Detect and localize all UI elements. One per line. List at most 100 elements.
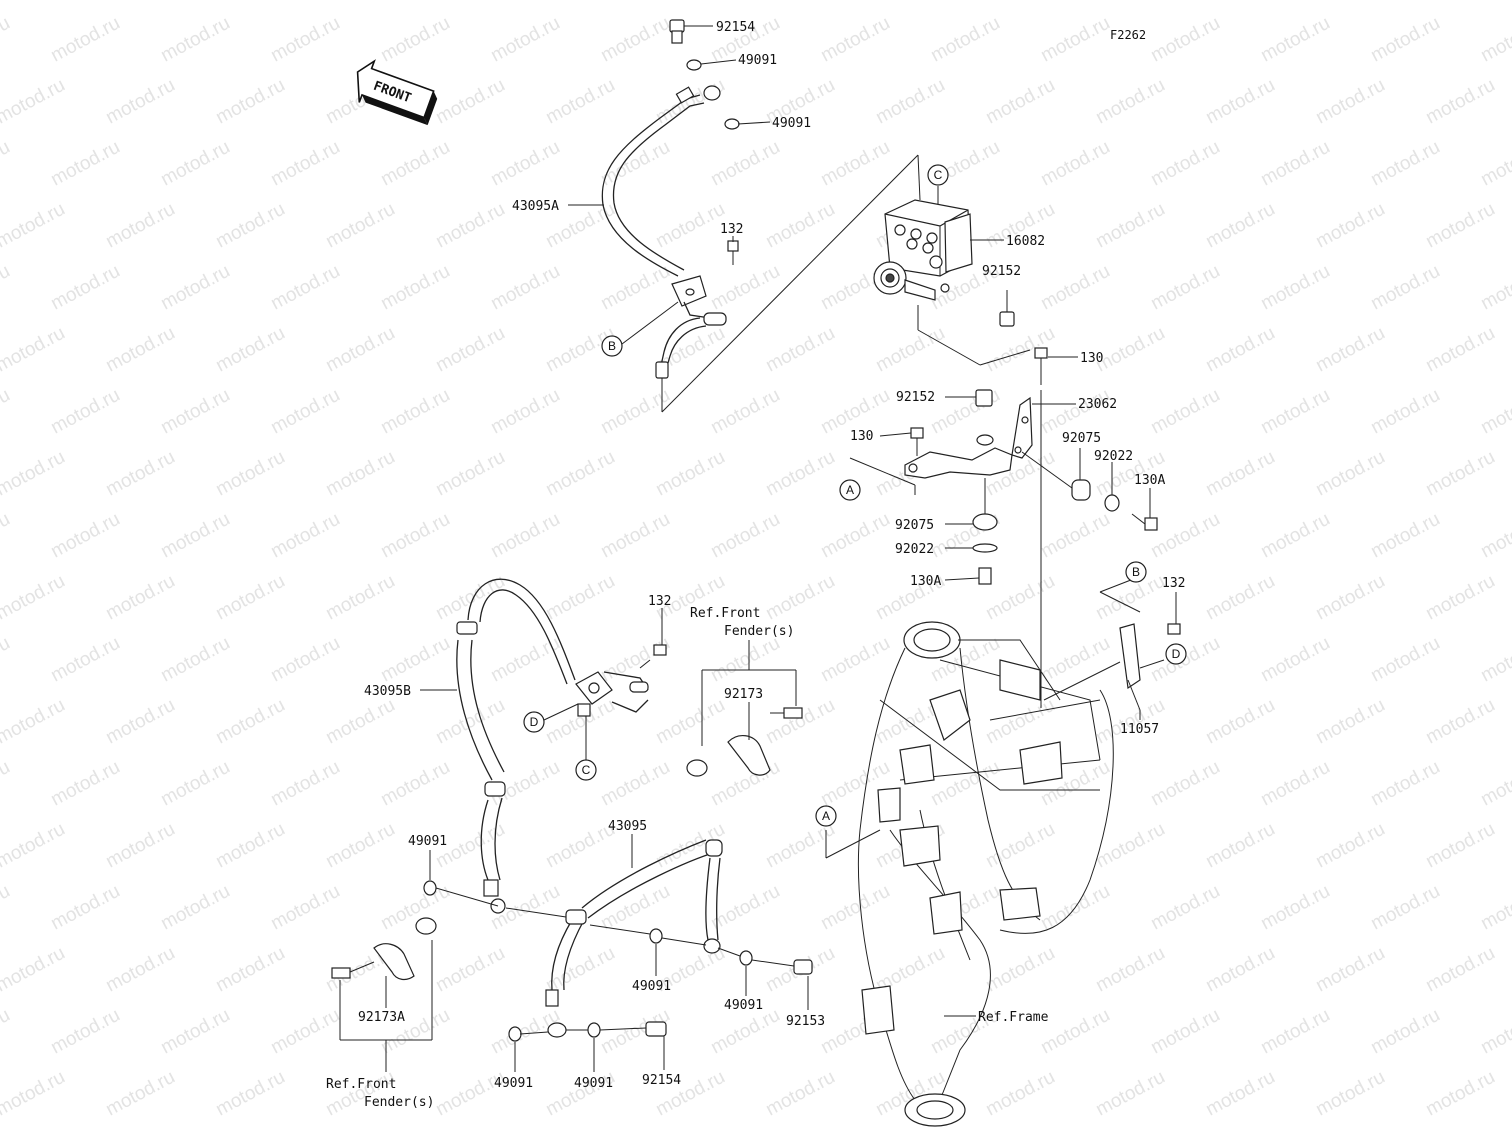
watermark-text: motod.ru — [1367, 757, 1443, 811]
label-130-left: 130 — [850, 429, 873, 444]
watermark-text: motod.ru — [597, 13, 673, 67]
label-130a-right: 130A — [1134, 473, 1165, 488]
watermark-text: motod.ru — [652, 75, 728, 129]
watermark-text: motod.ru — [322, 199, 398, 253]
label-49091-right: 49091 — [724, 998, 763, 1013]
bolt-92152-upper — [999, 290, 1015, 327]
watermark-text: motod.ru — [1202, 323, 1278, 377]
watermark-text: motod.ru — [1367, 261, 1443, 315]
watermark-text: motod.ru — [0, 1129, 14, 1134]
label-11057: 11057 — [1120, 722, 1159, 737]
svg-text:B: B — [1132, 565, 1140, 579]
watermark-text: motod.ru — [1312, 199, 1388, 253]
watermark-text: motod.ru — [0, 447, 69, 501]
ref-circle-c-mid: C — [575, 759, 597, 781]
watermark-text: motod.ru — [1312, 447, 1388, 501]
watermark-text: motod.ru — [1422, 323, 1498, 377]
watermark-text: motod.ru — [1367, 881, 1443, 935]
ref-circle-a-lower: A — [815, 805, 837, 827]
watermark-text: motod.ru — [652, 199, 728, 253]
watermark-text: motod.ru — [1092, 323, 1168, 377]
watermark-text: motod.ru — [1202, 447, 1278, 501]
watermark-text: motod.ru — [1477, 633, 1512, 687]
label-92022-lower: 92022 — [895, 542, 934, 557]
watermark-text: motod.ru — [1312, 571, 1388, 625]
watermark-text: motod.ru — [0, 1067, 69, 1121]
watermark-text: motod.ru — [1202, 75, 1278, 129]
watermark-text: motod.ru — [1477, 13, 1512, 67]
watermark-text: motod.ru — [322, 0, 398, 4]
watermark-text: motod.ru — [1092, 199, 1168, 253]
watermark-text: motod.ru — [1202, 943, 1278, 997]
label-132-top: 132 — [720, 222, 743, 237]
watermark-text: motod.ru — [1202, 1067, 1278, 1121]
svg-text:A: A — [822, 809, 830, 823]
watermark-text: motod.ru — [432, 1067, 508, 1121]
watermark-text: motod.ru — [432, 447, 508, 501]
watermark-text: motod.ru — [1202, 199, 1278, 253]
label-49091-bottom-mid: 49091 — [574, 1076, 613, 1091]
svg-text:A: A — [846, 483, 854, 497]
watermark-text: motod.ru — [1367, 13, 1443, 67]
watermark-text: motod.ru — [432, 943, 508, 997]
watermark-text: motod.ru — [212, 819, 288, 873]
label-92075-lower: 92075 — [895, 518, 934, 533]
svg-text:C: C — [582, 763, 591, 777]
watermark-text: motod.ru — [102, 571, 178, 625]
watermark-text: motod.ru — [1037, 137, 1113, 191]
watermark-text: motod.ru — [267, 633, 343, 687]
svg-text:B: B — [608, 339, 616, 353]
watermark-text: motod.ru — [1367, 137, 1443, 191]
watermark-text: motod.ru — [1312, 1067, 1388, 1121]
watermark-text: motod.ru — [817, 137, 893, 191]
label-92022-right: 92022 — [1094, 449, 1133, 464]
watermark-text: motod.ru — [927, 1129, 1003, 1134]
watermark-text: motod.ru — [102, 695, 178, 749]
watermark-text: motod.ru — [1257, 757, 1333, 811]
watermark-text: motod.ru — [817, 1129, 893, 1134]
watermark-text: motod.ru — [817, 13, 893, 67]
svg-text:C: C — [934, 168, 943, 182]
watermark-text: motod.ru — [47, 757, 123, 811]
svg-text:D: D — [530, 715, 539, 729]
ref-frame: Ref.Frame — [978, 1010, 1049, 1025]
label-132-right: 132 — [1162, 576, 1185, 591]
watermark-text: motod.ru — [1202, 819, 1278, 873]
hose-43095 — [423, 839, 813, 1042]
watermark-text: motod.ru — [0, 13, 14, 67]
watermark-text: motod.ru — [1422, 695, 1498, 749]
watermark-text: motod.ru — [1147, 13, 1223, 67]
watermark-text: motod.ru — [432, 695, 508, 749]
watermark-text: motod.ru — [762, 199, 838, 253]
ref-circle-c-top: C — [927, 164, 949, 186]
ref-circle-b-top: B — [601, 335, 623, 357]
watermark-text: motod.ru — [377, 137, 453, 191]
watermark-text: motod.ru — [487, 261, 563, 315]
watermark-text: motod.ru — [542, 1067, 618, 1121]
watermark-text: motod.ru — [762, 571, 838, 625]
watermark-text: motod.ru — [1037, 633, 1113, 687]
ref-circle-a-top: A — [839, 479, 861, 501]
watermark-text: motod.ru — [1257, 881, 1333, 935]
clamp-92173a — [331, 917, 437, 981]
watermark-text: motod.ru — [1092, 943, 1168, 997]
watermark-text: motod.ru — [487, 385, 563, 439]
watermark-text: motod.ru — [47, 261, 123, 315]
label-49091-left: 49091 — [408, 834, 447, 849]
watermark-text: motod.ru — [1147, 261, 1223, 315]
watermark-text: motod.ru — [762, 695, 838, 749]
watermark-text: motod.ru — [322, 819, 398, 873]
watermark-text: motod.ru — [1257, 633, 1333, 687]
watermark-text: motod.ru — [1477, 757, 1512, 811]
watermark-text: motod.ru — [1367, 385, 1443, 439]
watermark-text: motod.ru — [1312, 943, 1388, 997]
watermark-text: motod.ru — [1092, 1067, 1168, 1121]
watermark-text: motod.ru — [157, 1129, 233, 1134]
watermark-text: motod.ru — [817, 633, 893, 687]
label-49091-second: 49091 — [772, 116, 811, 131]
watermark-text: motod.ru — [1422, 0, 1498, 4]
watermark-text: motod.ru — [707, 509, 783, 563]
label-130a-lower: 130A — [910, 574, 941, 589]
watermark-text: motod.ru — [157, 385, 233, 439]
